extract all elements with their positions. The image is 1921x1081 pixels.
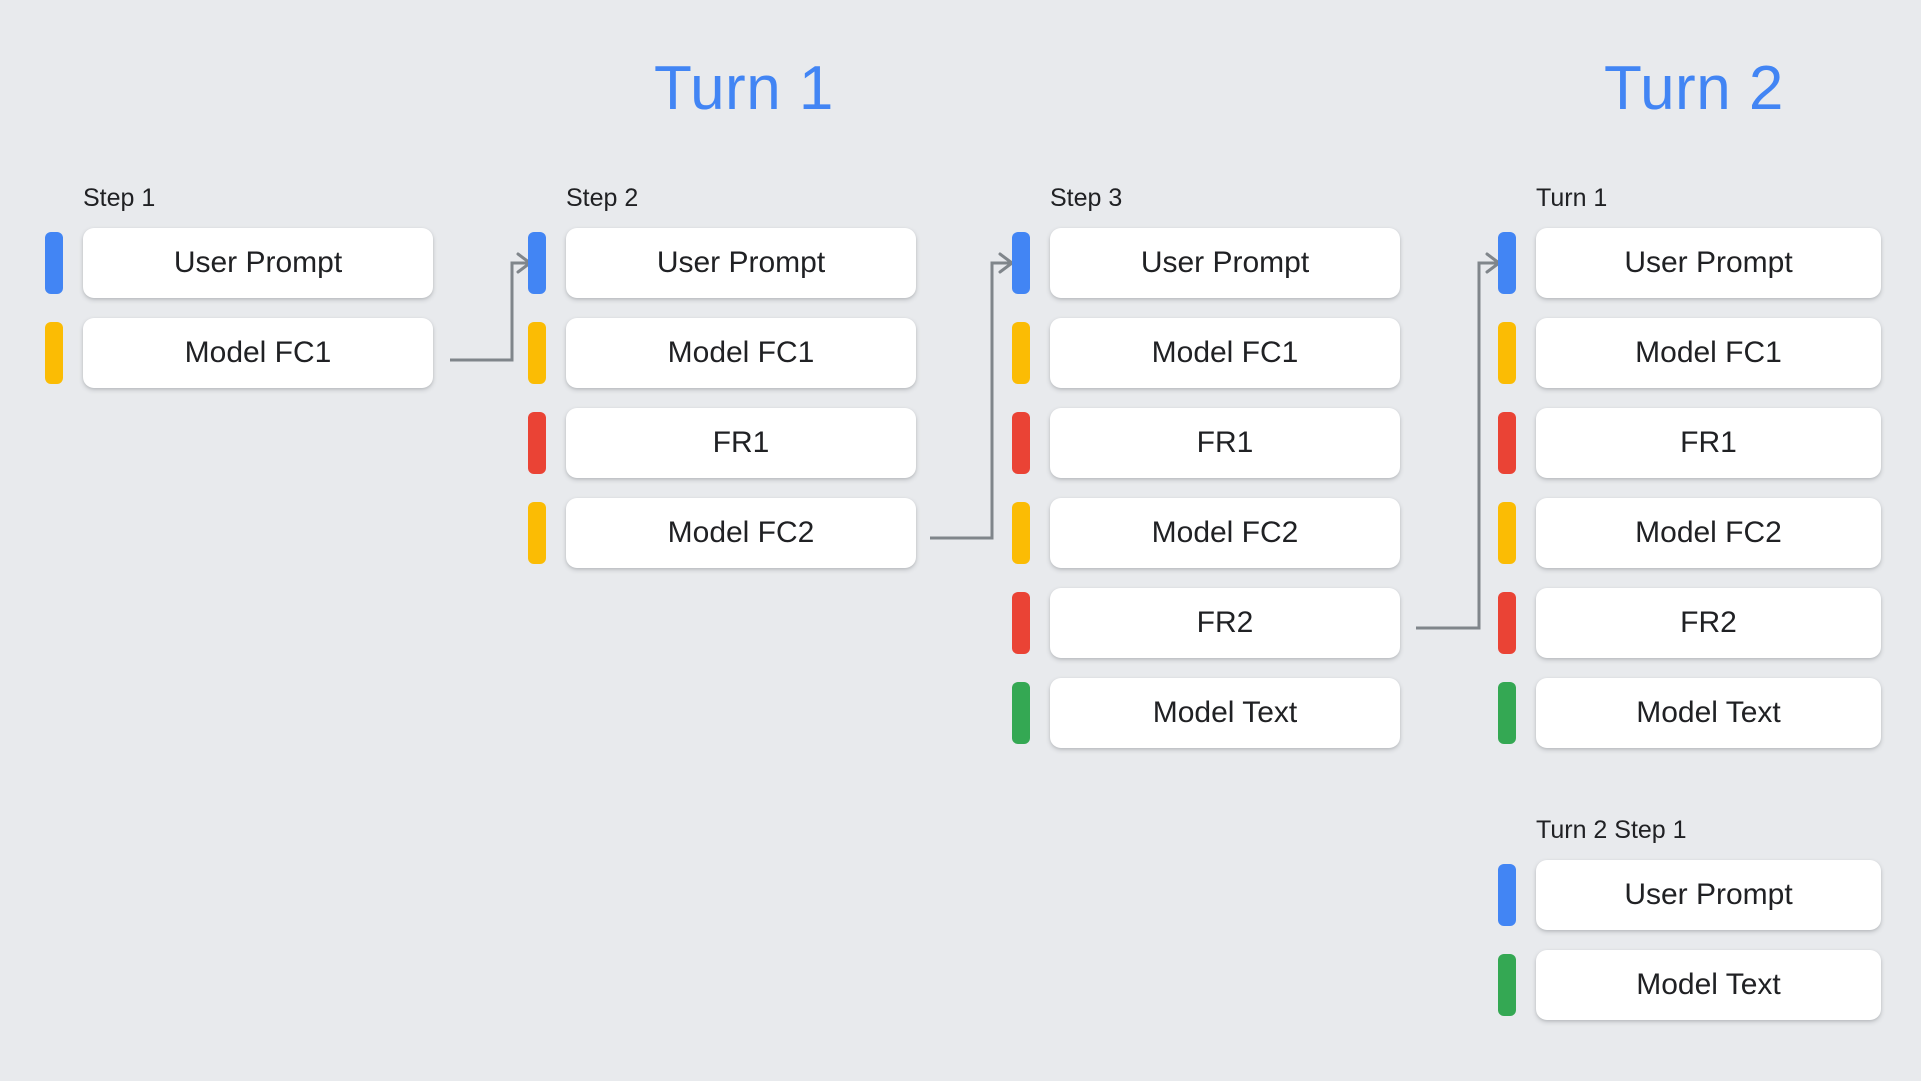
- color-bar-red: [528, 412, 546, 474]
- card-user-prompt[interactable]: User Prompt: [1536, 860, 1881, 930]
- card-model-fc2[interactable]: Model FC2: [566, 498, 916, 568]
- card-label: FR2: [1196, 606, 1254, 639]
- card-fr2[interactable]: FR2: [1536, 588, 1881, 658]
- color-bar-red: [1498, 412, 1516, 474]
- card-user-prompt[interactable]: User Prompt: [1050, 228, 1400, 298]
- card-label: Model FC2: [667, 516, 815, 549]
- card-user-prompt[interactable]: User Prompt: [1536, 228, 1881, 298]
- card-model-fc2[interactable]: Model FC2: [1050, 498, 1400, 568]
- card-model-fc1[interactable]: Model FC1: [1050, 318, 1400, 388]
- card-model-fc1[interactable]: Model FC1: [1536, 318, 1881, 388]
- card-fr1[interactable]: FR1: [1050, 408, 1400, 478]
- card-model-fc2[interactable]: Model FC2: [1536, 498, 1881, 568]
- color-bar-yellow: [1498, 322, 1516, 384]
- card-fr1[interactable]: FR1: [566, 408, 916, 478]
- color-bar-yellow: [45, 322, 63, 384]
- card-model-text[interactable]: Model Text: [1536, 678, 1881, 748]
- card-user-prompt[interactable]: User Prompt: [566, 228, 916, 298]
- color-bar-green: [1498, 954, 1516, 1016]
- column-label-step-1: Step 1: [83, 184, 156, 212]
- color-bar-blue: [1498, 864, 1516, 926]
- card-label: Model FC1: [667, 336, 815, 369]
- card-label: User Prompt: [1624, 246, 1793, 279]
- column-label-turn-1: Turn 1: [1536, 184, 1608, 212]
- card-label: Model Text: [1636, 968, 1781, 1001]
- column-label-step-3: Step 3: [1050, 184, 1123, 212]
- color-bar-blue: [1498, 232, 1516, 294]
- card-label: Model Text: [1152, 696, 1298, 729]
- connector-step1-to-step2: [450, 252, 532, 362]
- card-label: Model FC2: [1635, 516, 1782, 549]
- card-label: FR1: [712, 426, 770, 459]
- color-bar-red: [1498, 592, 1516, 654]
- card-model-fc1[interactable]: Model FC1: [566, 318, 916, 388]
- color-bar-blue: [1012, 232, 1030, 294]
- heading-turn-2: Turn 2: [1604, 54, 1784, 123]
- heading-turn-1: Turn 1: [654, 54, 834, 123]
- color-bar-yellow: [1498, 502, 1516, 564]
- card-label: FR1: [1196, 426, 1254, 459]
- card-label: User Prompt: [1624, 878, 1793, 911]
- column-label-turn-2-step-1: Turn 2 Step 1: [1536, 816, 1687, 844]
- card-model-text[interactable]: Model Text: [1050, 678, 1400, 748]
- color-bar-yellow: [528, 502, 546, 564]
- color-bar-yellow: [1012, 502, 1030, 564]
- card-fr1[interactable]: FR1: [1536, 408, 1881, 478]
- card-label: Model FC1: [1635, 336, 1782, 369]
- card-fr2[interactable]: FR2: [1050, 588, 1400, 658]
- card-label: FR2: [1680, 606, 1737, 639]
- color-bar-blue: [528, 232, 546, 294]
- card-label: Model FC2: [1151, 516, 1299, 549]
- column-label-step-2: Step 2: [566, 184, 639, 212]
- color-bar-red: [1012, 592, 1030, 654]
- card-model-text[interactable]: Model Text: [1536, 950, 1881, 1020]
- card-label: User Prompt: [656, 246, 826, 279]
- card-label: User Prompt: [1140, 246, 1310, 279]
- color-bar-green: [1498, 682, 1516, 744]
- card-label: User Prompt: [173, 246, 343, 279]
- card-user-prompt[interactable]: User Prompt: [83, 228, 433, 298]
- color-bar-blue: [45, 232, 63, 294]
- connector-step2-to-step3: [930, 252, 1014, 540]
- card-model-fc1[interactable]: Model FC1: [83, 318, 433, 388]
- card-label: Model FC1: [1151, 336, 1299, 369]
- card-label: Model Text: [1636, 696, 1781, 729]
- color-bar-green: [1012, 682, 1030, 744]
- color-bar-red: [1012, 412, 1030, 474]
- card-label: Model FC1: [184, 336, 332, 369]
- color-bar-yellow: [528, 322, 546, 384]
- color-bar-yellow: [1012, 322, 1030, 384]
- card-label: FR1: [1680, 426, 1737, 459]
